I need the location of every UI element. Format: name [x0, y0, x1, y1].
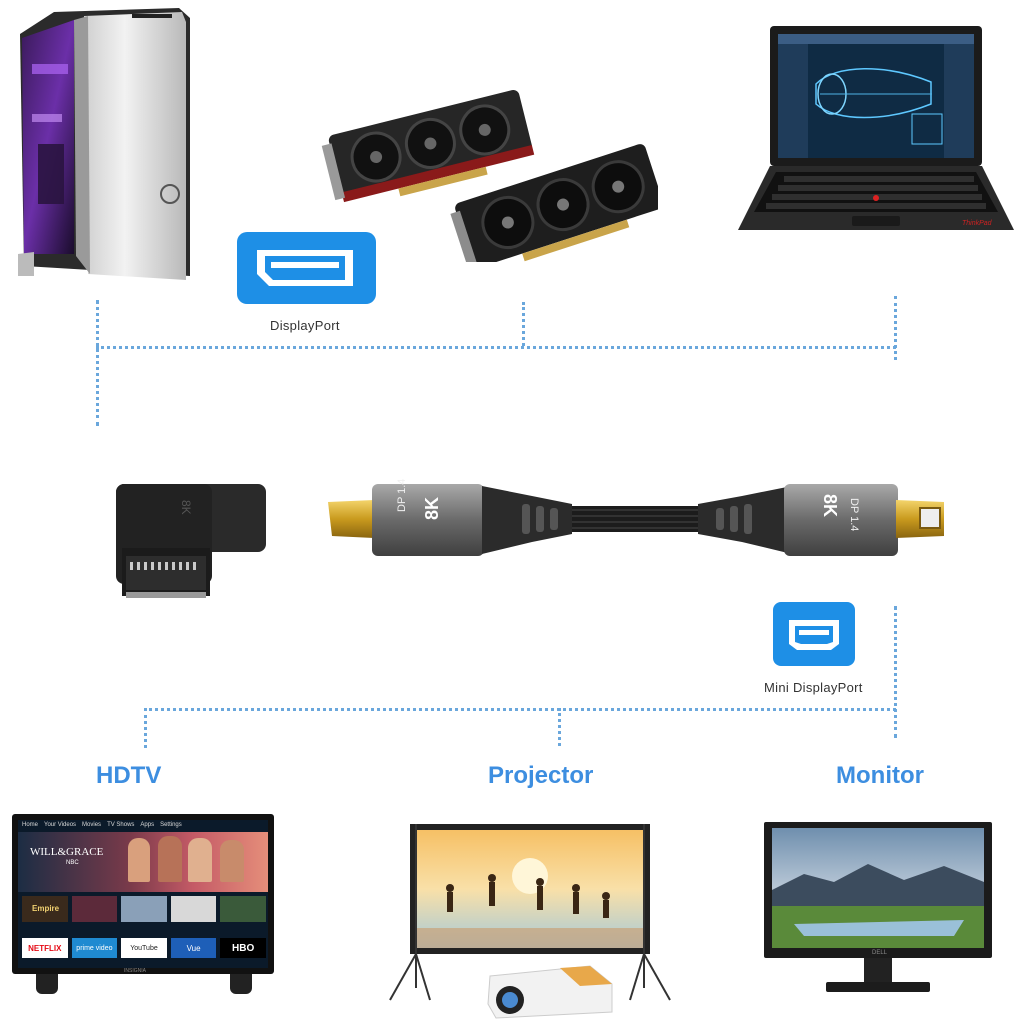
monitor-brand: DELL — [872, 950, 888, 956]
connector-right-line2: 8K — [820, 494, 840, 518]
connector-left-line1: DP 1.4 — [396, 478, 408, 512]
connector-line — [522, 302, 525, 346]
tv-show-title: WILL&GRACE — [30, 846, 104, 858]
tv-apps: NETFLIX prime video YouTube Vue HBO — [22, 938, 266, 958]
displayport-icon — [237, 232, 376, 304]
laptop-image: ThinkPad — [738, 26, 1014, 230]
adapter-text: 8K — [179, 500, 193, 515]
pc-tower-image — [18, 8, 190, 280]
displayport-label: DisplayPort — [270, 318, 340, 333]
mini-displayport-label: Mini DisplayPort — [764, 680, 863, 695]
connector-line — [144, 708, 147, 748]
projector-image — [389, 824, 671, 1019]
tv-network: NBC — [66, 860, 79, 866]
mini-displayport-icon — [773, 602, 855, 666]
mini-dp-cable-image — [328, 484, 944, 556]
hdtv-label: HDTV — [96, 762, 162, 789]
tv-nav-item: Apps — [140, 822, 155, 828]
tv-nav-item: TV Shows — [107, 822, 135, 828]
tv-screen: Home Your Videos Movies TV Shows Apps Se… — [18, 820, 268, 968]
connector-right-label: 8K DP 1.4 — [810, 494, 870, 554]
connector-line — [96, 300, 99, 426]
app-vue: Vue — [170, 938, 217, 958]
tv-nav-item: Movies — [82, 822, 102, 828]
connector-right-line1: DP 1.4 — [848, 498, 860, 532]
monitor-image: DELL — [764, 822, 992, 992]
tv-nav: Home Your Videos Movies TV Shows Apps Se… — [22, 822, 266, 832]
app-hbo: HBO — [220, 938, 266, 958]
tv-nav-item: Your Videos — [44, 822, 77, 828]
tv-nav-item: Settings — [160, 822, 182, 828]
app-prime-video: prime video — [71, 938, 118, 958]
connector-line — [894, 296, 897, 360]
tv-brand: INSIGNIA — [124, 968, 146, 974]
dp-right-angle-adapter-image: 8K — [116, 484, 266, 598]
laptop-brand: ThinkPad — [962, 220, 993, 227]
connector-line — [144, 708, 896, 711]
connector-line — [96, 346, 896, 349]
app-netflix: NETFLIX — [22, 938, 68, 958]
hdtv-image: Home Your Videos Movies TV Shows Apps Se… — [12, 814, 274, 1002]
tv-row-title: Empire — [32, 904, 60, 913]
connector-line — [558, 708, 561, 746]
monitor-label: Monitor — [836, 762, 924, 789]
connector-left-label: DP 1.4 8K — [392, 479, 462, 546]
projector-label: Projector — [488, 762, 594, 789]
connector-line — [894, 606, 897, 738]
connector-left-line2: 8K — [422, 496, 442, 520]
tv-row: Empire — [22, 896, 266, 922]
tv-nav-item: Home — [22, 822, 39, 828]
app-youtube: YouTube — [121, 938, 167, 958]
graphics-cards-image — [321, 89, 658, 262]
